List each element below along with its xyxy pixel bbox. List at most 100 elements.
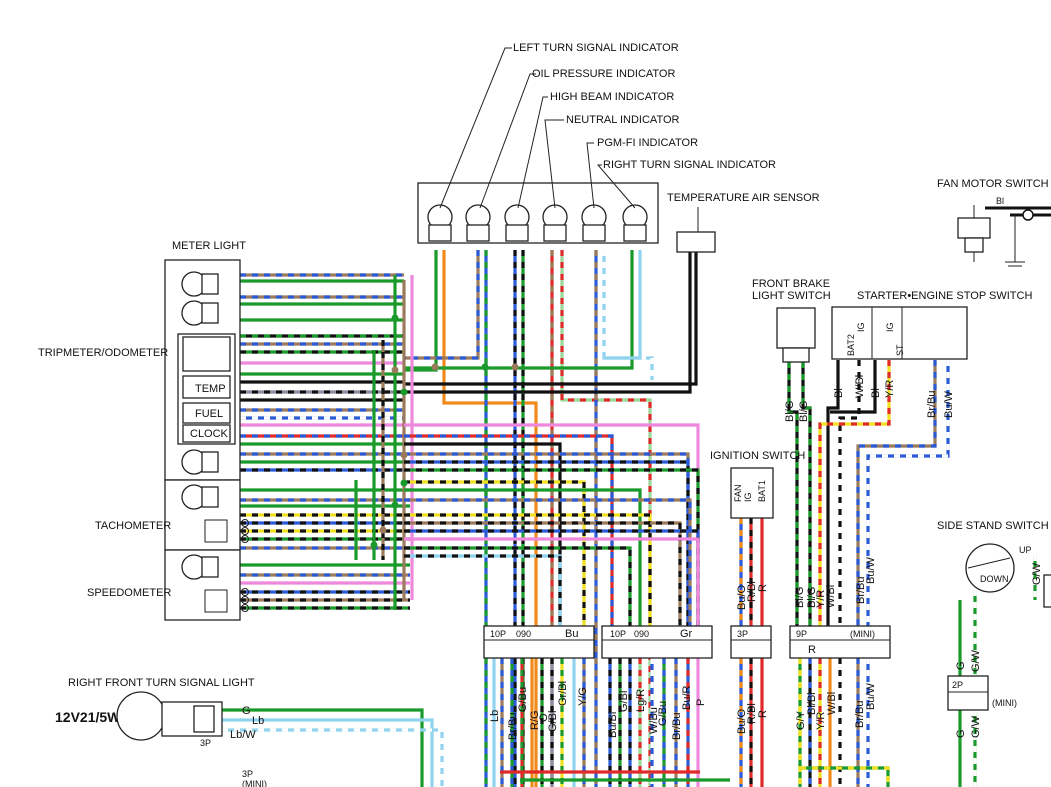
wire-code-label: Bu/W [865,682,877,710]
wire-code-label: R [757,710,769,718]
front-brake-light-switch [776,307,816,349]
brake-w2-tracer [801,362,812,626]
pgm-fi-indicator-label: PGM-FI INDICATOR [597,137,698,149]
meter-light-bulb-3-base [201,451,219,473]
front-brake-label-line1: FRONT BRAKE [752,278,830,290]
starter-bl2 [830,360,877,414]
pgm-wire2-tracer [560,250,652,787]
wire-code-label: W/Bu [648,707,660,734]
wire-code-label: Y/G [577,687,589,706]
wire-code-label: Br/Bu [926,390,938,418]
long-row-11-tracer [404,529,700,626]
wire-code-label: G/Y [795,710,807,730]
wire-code-label: Y/R [815,712,827,730]
indicator-bulb-0-base [428,224,452,242]
wire-code-label: Y/R [815,590,827,608]
wire-junction [400,479,408,487]
fan-motor-switch [957,205,1051,267]
starter-yr-tracer [818,360,891,626]
svg-text:10P: 10P [490,629,506,639]
c4-bottom-h-tracer [800,766,890,787]
wire-code-label: Lb [489,710,501,722]
rt-wire2-tracer [602,250,654,380]
wire-code-label: G/Bl [547,711,559,732]
high-beam-indicator-label: HIGH BEAM INDICATOR [550,91,674,103]
bottom-connector-mini: (MINI) [242,779,267,787]
connector-c1: 10P 090 Bu [483,625,595,659]
wire-code-label: G/W [1031,562,1043,585]
indicator-bulb-1-base [466,224,490,242]
left-turn-indicator-label: LEFT TURN SIGNAL INDICATOR [513,42,679,54]
wire-code-label: G [242,705,251,717]
side-stand-connector [947,675,989,711]
tachometer-bulb-base [201,486,219,508]
wire-code-label: W/Bl [854,375,866,398]
wire-code-label: R/G [529,710,541,730]
long-row-9-tracer [404,513,652,626]
left-turn-wire [404,250,438,372]
wire-junction [400,451,408,459]
wire-code-label: Bu/O [736,708,748,734]
clock-label: CLOCK [190,428,229,440]
turn-signal-3p-label: 3P [200,738,211,748]
right-front-turn-signal-label: RIGHT FRONT TURN SIGNAL LIGHT [68,677,255,689]
turn-lbw-tracer [222,728,444,787]
tachometer-label: TACHOMETER [95,520,171,532]
svg-text:3P: 3P [737,629,748,639]
long-row-4-tracer [404,460,690,626]
temp-air-wire [404,252,698,386]
fan-switch-wire-bl: Bl [996,196,1004,206]
svg-text:R: R [808,644,816,656]
wire-code-label: G/Bu [517,687,529,712]
wire-code-label: Y/R [884,380,896,398]
ignition-ig-label: IG [743,492,753,502]
wire-junction [370,541,378,549]
temp-gauge-label: TEMP [195,383,226,395]
side-stand-switch [965,543,1015,593]
wire-code-label: Lb/W [230,729,256,741]
temperature-air-sensor [676,231,716,253]
wire-junction [379,526,387,534]
speedometer-label: SPEEDOMETER [87,587,171,599]
long-row-12 [404,537,700,626]
temp-air-wire2 [404,252,692,394]
wire-code-label: G/W [970,715,982,738]
starter-bat2-label: BAT2 [846,334,856,356]
fan-motor-switch-label: FAN MOTOR SWITCH [937,178,1049,190]
indicator-bulb-5-base [623,224,647,242]
wire-code-label: R/Bl [746,581,758,602]
wire-code-label: W/Bl [826,692,838,715]
wire-code-label: Bu/W [943,390,955,418]
rt-wire3 [404,250,634,370]
starter-st-label: ST [895,344,905,356]
front-brake-label-line2: LIGHT SWITCH [752,290,831,302]
wire-code-label: G [955,729,967,738]
wire-code-label: Br/Bu [507,712,519,740]
indicator-panel [417,182,659,244]
svg-text:10P: 10P [610,629,626,639]
svg-text:090: 090 [634,629,649,639]
long-row-4 [404,460,690,626]
wire-code-label: Bu/O [736,584,748,610]
wire-code-label: Bl/G [806,587,818,608]
long-row-10-tracer [404,521,682,626]
meter-light-bulb-1-base [201,273,219,295]
wire-code-label: Br/Bu [854,700,866,728]
starter-ig2-label: IG [885,322,895,332]
side-stand-up-label: UP [1019,545,1032,555]
speedometer-bulb-base [201,556,219,578]
starter-wbl-tracer [838,360,861,626]
ignition-bat1-label: BAT1 [757,480,767,502]
bulb-rating-label: 12V21/5W [55,709,121,725]
wire-code-label: O [538,713,550,722]
wire-code-label: Br/Bu [671,712,683,740]
wire-layer [222,250,1037,787]
right-turn-indicator-label: RIGHT TURN SIGNAL INDICATOR [603,159,776,171]
high-beam-wire [404,250,480,360]
wire-code-label: R/Bl [746,703,758,724]
wire-code-label: Bl/Bl [806,692,818,715]
oil-wire [442,250,538,787]
svg-text:090: 090 [516,629,531,639]
